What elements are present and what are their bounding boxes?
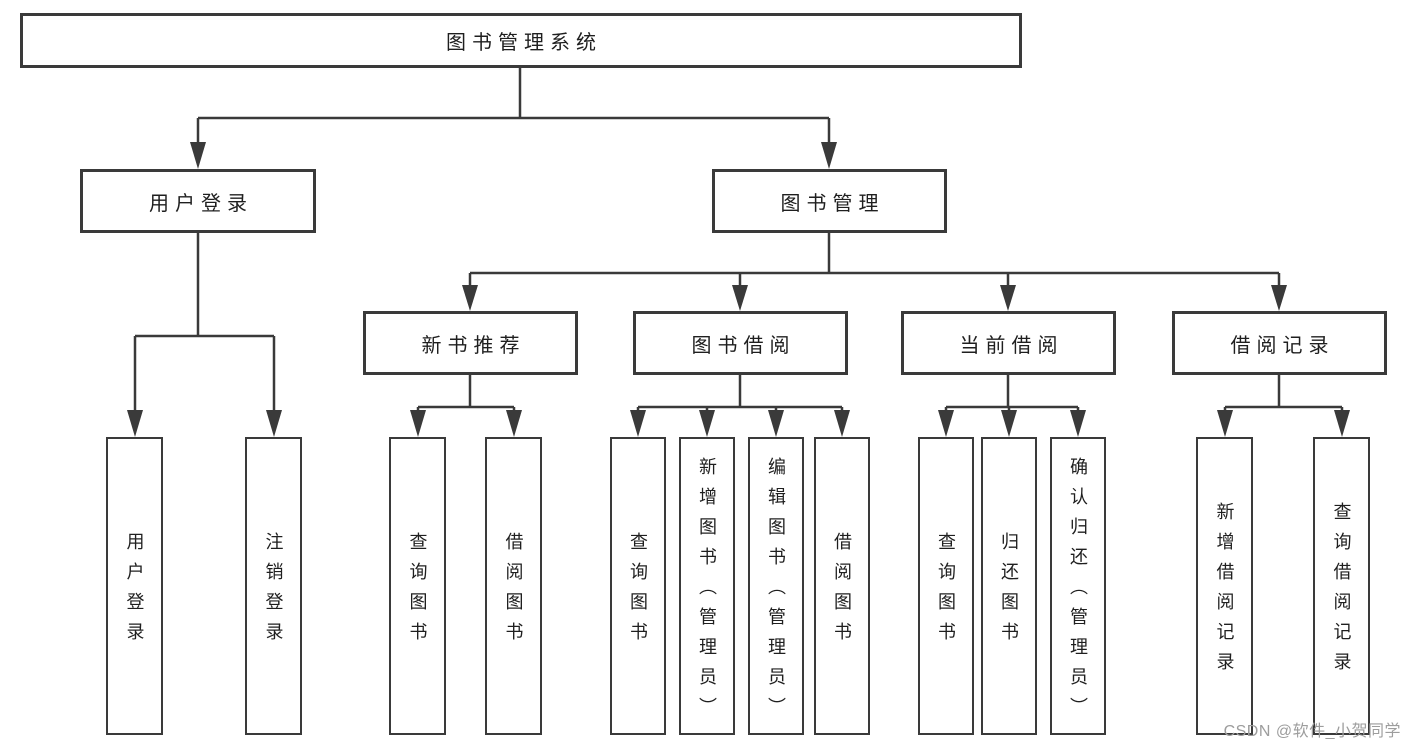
leaf-logout-label: 注销登录 (263, 532, 284, 652)
leaf-recommend-borrow-books-label: 借阅图书 (503, 532, 524, 652)
node-borrowing-records: 借阅记录 (1172, 311, 1387, 375)
node-new-book-recommend-label: 新书推荐 (421, 334, 526, 357)
node-book-management: 图书管理 (712, 169, 947, 233)
leaf-records-query-borrow-record-label: 查询借阅记录 (1331, 502, 1352, 682)
node-book-borrowing-label: 图书借阅 (691, 334, 796, 357)
leaf-borrowing-borrow-books: 借阅图书 (814, 437, 870, 735)
leaf-records-add-borrow-record: 新增借阅记录 (1196, 437, 1253, 735)
leaf-recommend-query-books-label: 查询图书 (407, 532, 428, 652)
leaf-borrowing-add-books-admin-label: 新增图书（管理员） (697, 457, 717, 727)
leaf-current-query-books-label: 查询图书 (936, 532, 956, 652)
leaf-borrowing-edit-books-admin-label: 编辑图书（管理员） (766, 457, 786, 727)
leaf-user-login: 用户登录 (106, 437, 163, 735)
leaf-logout: 注销登录 (245, 437, 302, 735)
node-current-borrowing-label: 当前借阅 (959, 334, 1064, 357)
node-root: 图书管理系统 (20, 13, 1022, 68)
leaf-records-query-borrow-record: 查询借阅记录 (1313, 437, 1370, 735)
leaf-borrowing-borrow-books-label: 借阅图书 (832, 532, 852, 652)
leaf-user-login-label: 用户登录 (124, 532, 145, 652)
node-book-borrowing: 图书借阅 (633, 311, 848, 375)
node-current-borrowing: 当前借阅 (901, 311, 1116, 375)
leaf-recommend-borrow-books: 借阅图书 (485, 437, 542, 735)
leaf-borrowing-edit-books-admin: 编辑图书（管理员） (748, 437, 804, 735)
node-new-book-recommend: 新书推荐 (363, 311, 578, 375)
leaf-borrowing-query-books-label: 查询图书 (628, 532, 648, 652)
node-root-label: 图书管理系统 (446, 32, 602, 54)
leaf-current-return-books: 归还图书 (981, 437, 1037, 735)
leaf-current-return-books-label: 归还图书 (999, 532, 1019, 652)
node-user-login-label: 用户登录 (149, 192, 253, 215)
leaf-records-add-borrow-record-label: 新增借阅记录 (1214, 502, 1235, 682)
node-user-login: 用户登录 (80, 169, 316, 233)
leaf-borrowing-query-books: 查询图书 (610, 437, 666, 735)
leaf-current-confirm-return-admin-label: 确认归还（管理员） (1068, 457, 1088, 727)
node-borrowing-records-label: 借阅记录 (1230, 334, 1335, 357)
leaf-recommend-query-books: 查询图书 (389, 437, 446, 735)
leaf-current-query-books: 查询图书 (918, 437, 974, 735)
leaf-current-confirm-return-admin: 确认归还（管理员） (1050, 437, 1106, 735)
csdn-watermark: CSDN @软件_小贺同学 (1223, 723, 1401, 740)
node-book-management-label: 图书管理 (780, 192, 885, 215)
leaf-borrowing-add-books-admin: 新增图书（管理员） (679, 437, 735, 735)
